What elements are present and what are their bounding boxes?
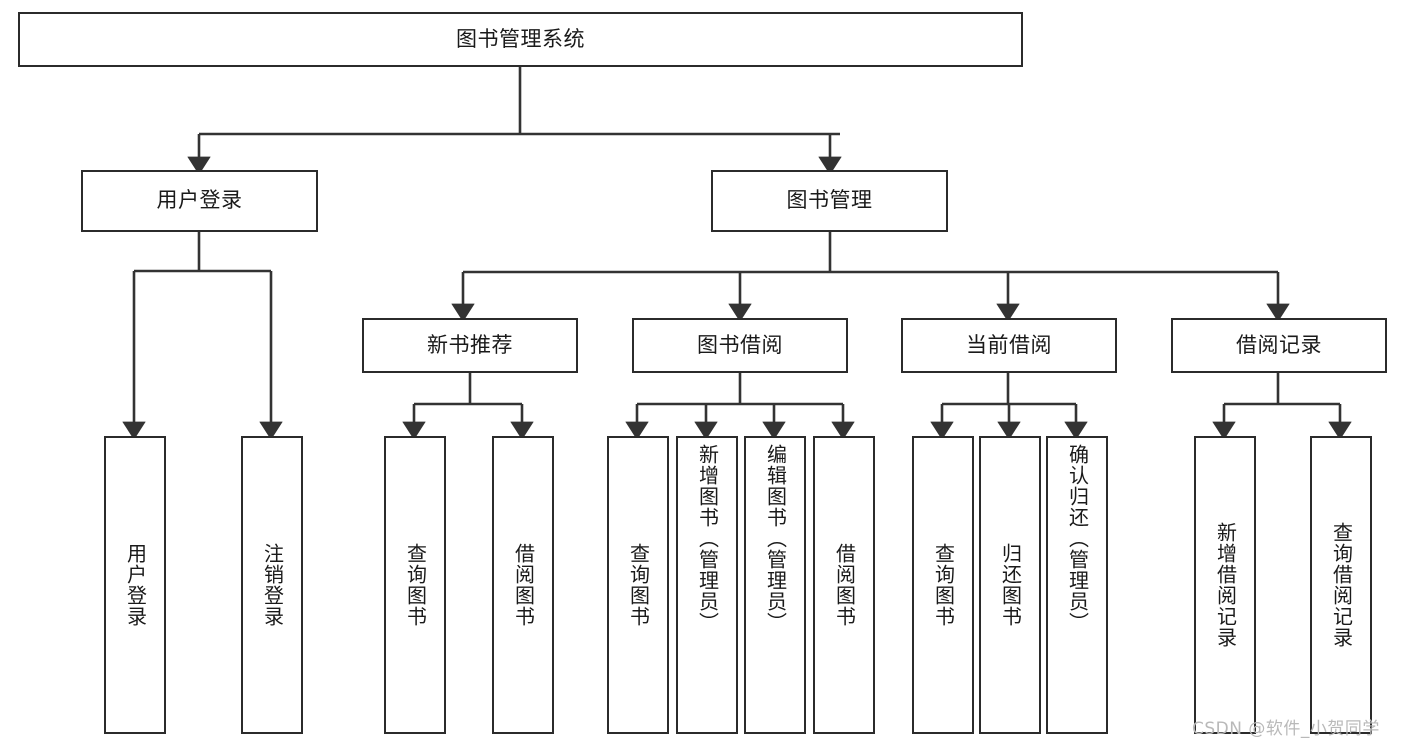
node-new-book-recommend[interactable]: 新书推荐 — [362, 318, 578, 373]
node-leaf-user-login-label: 用户登录 — [123, 543, 148, 627]
node-book-borrow[interactable]: 图书借阅 — [632, 318, 848, 373]
node-user-login[interactable]: 用户登录 — [81, 170, 318, 232]
watermark: CSDN @软件_小贺同学 — [1192, 714, 1380, 739]
node-leaf-logout-login[interactable]: 注销登录 — [241, 436, 303, 734]
node-leaf-query-book-1[interactable]: 查询图书 — [384, 436, 446, 734]
node-leaf-logout-login-label: 注销登录 — [260, 543, 285, 627]
node-root[interactable]: 图书管理系统 — [18, 12, 1023, 67]
node-leaf-confirm-return-admin[interactable]: 确认归还（管理员） — [1046, 436, 1108, 734]
node-leaf-add-borrow-record[interactable]: 新增借阅记录 — [1194, 436, 1256, 734]
node-leaf-query-book-3[interactable]: 查询图书 — [912, 436, 974, 734]
node-leaf-edit-book-admin-label: 编辑图书（管理员） — [763, 444, 788, 633]
node-root-label: 图书管理系统 — [456, 26, 585, 51]
node-leaf-query-borrow-record-label: 查询借阅记录 — [1329, 522, 1354, 648]
node-book-borrow-label: 图书借阅 — [697, 332, 783, 357]
node-book-manage[interactable]: 图书管理 — [711, 170, 948, 232]
node-leaf-user-login[interactable]: 用户登录 — [104, 436, 166, 734]
node-leaf-add-book-admin-label: 新增图书（管理员） — [695, 444, 720, 633]
node-leaf-query-book-2[interactable]: 查询图书 — [607, 436, 669, 734]
node-user-login-label: 用户登录 — [156, 188, 243, 213]
node-leaf-query-book-1-label: 查询图书 — [403, 543, 428, 627]
node-leaf-edit-book-admin[interactable]: 编辑图书（管理员） — [744, 436, 806, 734]
node-leaf-add-borrow-record-label: 新增借阅记录 — [1213, 522, 1238, 648]
node-book-manage-label: 图书管理 — [786, 188, 873, 213]
node-leaf-query-book-2-label: 查询图书 — [626, 543, 651, 627]
node-borrow-record[interactable]: 借阅记录 — [1171, 318, 1387, 373]
node-leaf-add-book-admin[interactable]: 新增图书（管理员） — [676, 436, 738, 734]
node-leaf-borrow-book-1[interactable]: 借阅图书 — [492, 436, 554, 734]
node-leaf-borrow-book-2[interactable]: 借阅图书 — [813, 436, 875, 734]
node-leaf-return-book[interactable]: 归还图书 — [979, 436, 1041, 734]
node-borrow-record-label: 借阅记录 — [1236, 332, 1322, 357]
node-leaf-borrow-book-1-label: 借阅图书 — [511, 543, 536, 627]
node-leaf-query-borrow-record[interactable]: 查询借阅记录 — [1310, 436, 1372, 734]
node-leaf-query-book-3-label: 查询图书 — [931, 543, 956, 627]
node-leaf-borrow-book-2-label: 借阅图书 — [832, 543, 857, 627]
node-leaf-return-book-label: 归还图书 — [998, 543, 1023, 627]
node-current-borrow[interactable]: 当前借阅 — [901, 318, 1117, 373]
node-leaf-confirm-return-admin-label: 确认归还（管理员） — [1065, 444, 1090, 633]
node-new-book-recommend-label: 新书推荐 — [427, 332, 513, 357]
watermark-text: CSDN @软件_小贺同学 — [1192, 719, 1380, 739]
node-current-borrow-label: 当前借阅 — [966, 332, 1052, 357]
